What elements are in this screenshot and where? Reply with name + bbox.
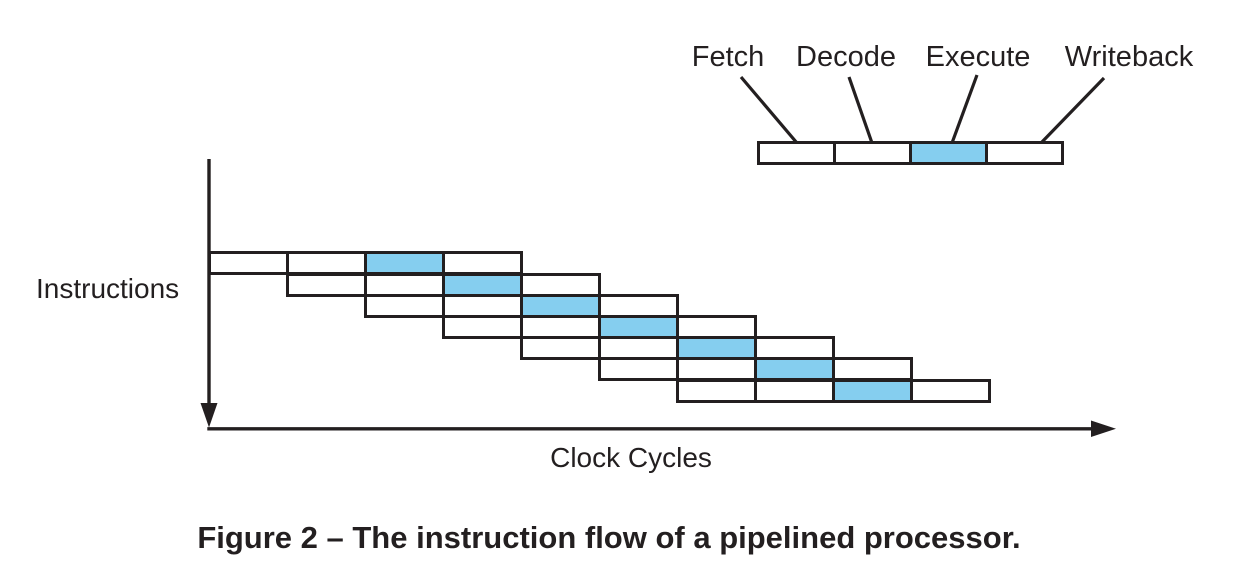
stage-cell-fetch	[678, 381, 754, 400]
figure-caption: Figure 2 – The instruction flow of a pip…	[197, 520, 1021, 555]
stage-cell-decode	[753, 381, 832, 400]
stage-cell-fetch	[600, 360, 676, 379]
stage-cell-writeback	[597, 296, 676, 315]
legend-stage-cell-fetch	[760, 144, 833, 162]
legend-label-fetch: Fetch	[691, 41, 765, 73]
stage-cell-decode	[597, 339, 676, 358]
x-axis-arrowhead-icon	[1091, 420, 1116, 437]
stage-cell-execute	[441, 275, 520, 294]
instruction-row-1	[207, 251, 523, 276]
stage-cell-decode	[519, 317, 598, 337]
stage-cell-execute	[831, 381, 910, 400]
stage-cell-execute	[363, 254, 442, 273]
stage-cell-execute	[675, 339, 754, 358]
legend-label-decode: Decode	[796, 41, 896, 73]
legend-pointer-line-execute	[950, 74, 979, 144]
stage-cell-writeback	[675, 317, 754, 337]
stage-cell-fetch	[210, 254, 286, 273]
stage-cell-execute	[519, 296, 598, 315]
stage-cell-execute	[597, 317, 676, 337]
instruction-row-3	[363, 293, 679, 318]
stage-cell-writeback	[519, 275, 598, 294]
instruction-row-4	[441, 314, 757, 340]
instruction-row-2	[285, 272, 601, 297]
stage-cell-writeback	[831, 360, 910, 379]
stage-cell-decode	[363, 275, 442, 294]
instruction-row-7	[675, 378, 991, 403]
legend-label-execute: Execute	[925, 41, 1031, 73]
legend-stage-cell-execute	[909, 144, 985, 162]
stage-cell-decode	[441, 296, 520, 315]
x-axis-label: Clock Cycles	[550, 442, 712, 473]
legend-label-writeback: Writeback	[1064, 41, 1194, 73]
legend-pointer-line-fetch	[739, 75, 799, 145]
y-axis-label: Instructions	[36, 273, 180, 304]
stage-cell-decode	[285, 254, 364, 273]
stage-cell-fetch	[288, 275, 364, 294]
legend-stage-cell-decode	[833, 144, 909, 162]
stage-cell-fetch	[366, 296, 442, 315]
instruction-row-6	[597, 357, 913, 382]
stage-cell-writeback	[441, 254, 520, 273]
stage-cell-fetch	[444, 317, 520, 337]
stage-cell-writeback	[753, 339, 832, 358]
legend-stage-cell-writeback	[985, 144, 1061, 162]
stage-cell-fetch	[522, 339, 598, 358]
stage-cell-execute	[753, 360, 832, 379]
stage-cell-writeback	[909, 381, 988, 400]
stage-cell-decode	[675, 360, 754, 379]
legend-pointer-line-writeback	[1039, 76, 1106, 145]
legend-pipeline-bar	[757, 141, 1064, 165]
y-axis-arrowhead-icon	[200, 403, 218, 428]
legend-pointer-line-decode	[847, 76, 874, 144]
